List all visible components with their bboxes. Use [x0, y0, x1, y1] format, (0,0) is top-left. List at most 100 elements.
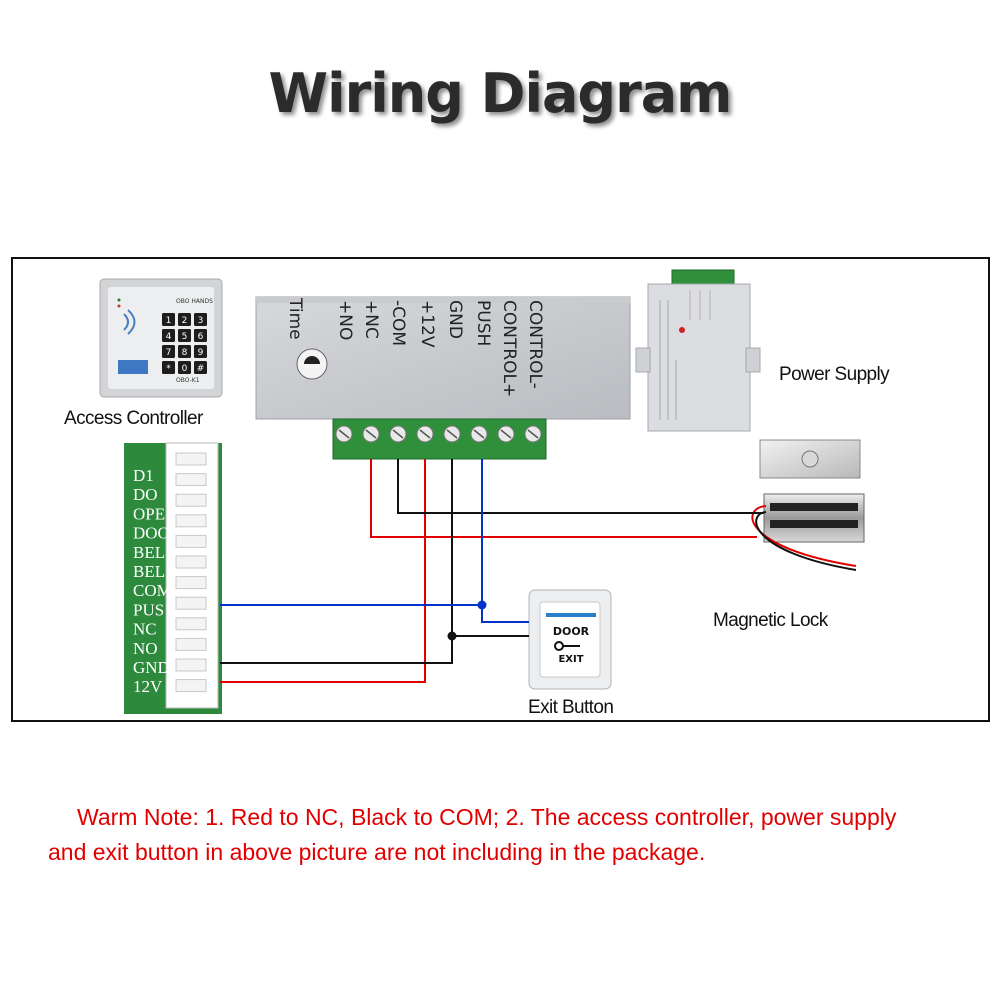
pcb-pin-label: DOO: [133, 524, 170, 543]
pcb-pin-label: BEL: [133, 562, 165, 581]
pcb-pin-label: 12V: [133, 677, 163, 696]
keypad-key[interactable]: [178, 345, 191, 358]
keypad-key-label: 1: [166, 316, 172, 326]
screw-slot: [419, 429, 431, 439]
connector-pin: [175, 658, 207, 672]
connector-pin: [175, 555, 207, 569]
keypad-key[interactable]: [194, 329, 207, 342]
wire-nc-red: [370, 459, 757, 538]
keypad-key[interactable]: [162, 361, 175, 374]
keypad-key-label: 6: [198, 332, 204, 342]
pcb-pin-label: NC: [133, 620, 157, 639]
keypad-key-label: 4: [166, 332, 172, 342]
screw-slot: [338, 429, 350, 439]
keypad-card-area: [118, 360, 148, 374]
wire-12v-red: [220, 459, 426, 683]
connector-pin: [175, 452, 207, 466]
terminal-screws: [335, 425, 542, 443]
connector-pin: [175, 534, 207, 548]
pcb-pin-label: DO: [133, 485, 158, 504]
wire-com-black: [397, 459, 764, 514]
screw-slot: [527, 429, 539, 439]
exit-button-label: Exit Button: [528, 697, 613, 718]
keypad-model: OBO-K1: [176, 377, 200, 384]
exit-button-unit: DOOR EXIT: [528, 589, 612, 690]
diagram-frame: [11, 257, 990, 722]
connector-pin: [175, 514, 207, 528]
terminal-label: GND: [445, 300, 465, 339]
keypad-key[interactable]: [194, 313, 207, 326]
keypad-key-label: #: [197, 364, 205, 374]
keypad-key[interactable]: [162, 345, 175, 358]
connector-pin: [175, 596, 207, 610]
connector-pin: [175, 637, 207, 651]
pcb-pin-label: BEL: [133, 543, 165, 562]
connector-pin: [175, 493, 207, 507]
keypad-key[interactable]: [162, 329, 175, 342]
connector-pin: [175, 473, 207, 487]
pcb-pin-label: COM: [133, 581, 172, 600]
warm-note: Warm Note: 1. Red to NC, Black to COM; 2…: [48, 800, 988, 870]
keypad-key[interactable]: [178, 361, 191, 374]
power-supply-label: Power Supply: [779, 364, 890, 385]
screw-slot: [392, 429, 404, 439]
keypad-key[interactable]: [194, 345, 207, 358]
terminal-label: -COM: [388, 300, 408, 346]
keypad-key-label: 9: [198, 348, 204, 358]
screw-slot: [446, 429, 458, 439]
access-controller-label: Access Controller: [64, 408, 204, 429]
keypad-key-label: *: [166, 364, 171, 374]
keypad-key-label: 8: [182, 348, 188, 358]
warm-note-line-1: Warm Note: 1. Red to NC, Black to COM; 2…: [77, 804, 897, 830]
connector-pins: [175, 452, 207, 693]
keypad-key-label: 0: [182, 364, 188, 374]
screw-slot: [473, 429, 485, 439]
pcb-pin-label: D1: [133, 466, 154, 485]
pcb-pin-label: OPE: [133, 504, 165, 523]
wires: [220, 459, 764, 683]
magnetic-lock-unit: [751, 439, 865, 571]
power-supply-unit: [635, 269, 761, 432]
terminal-label: +12V: [417, 300, 437, 348]
screw-slot: [365, 429, 377, 439]
terminal-label: +NO: [335, 300, 355, 340]
wire-push-blue: [220, 459, 483, 606]
terminal-label: CONTROL-: [525, 300, 545, 389]
terminal-label: PUSH: [473, 300, 493, 346]
connector-pin: [175, 679, 207, 693]
pcb-pin-label: PUS: [133, 600, 164, 619]
pcb-pin-label: GND: [133, 658, 170, 677]
connector-pin: [175, 617, 207, 631]
lock-body: [763, 493, 865, 543]
keypad-key[interactable]: [178, 313, 191, 326]
page-title: Wiring Diagram: [268, 62, 733, 125]
magnetic-lock-label: Magnetic Lock: [713, 610, 829, 631]
wire-gnd-black: [220, 459, 453, 664]
keypad-key-label: 5: [182, 332, 188, 342]
warm-note-line-2: and exit button in above picture are not…: [48, 839, 706, 865]
wire-push-to-exit: [481, 605, 529, 623]
exit-face-door: DOOR: [553, 625, 590, 638]
keypad-key[interactable]: [194, 361, 207, 374]
terminal-labels: CONTROL- CONTROL+ PUSH GND +12V -COM +NC +NO: [335, 300, 545, 397]
keypad-brand: OBO HANDS: [176, 298, 213, 305]
terminal-label: +NC: [361, 300, 381, 339]
connector-pin: [175, 576, 207, 590]
junction-push: [477, 600, 487, 610]
junction-gnd: [447, 631, 457, 641]
screw-slot: [500, 429, 512, 439]
keypad-key[interactable]: [162, 313, 175, 326]
controller-box: CONTROL- CONTROL+ PUSH GND +12V -COM +NC +NO Ti…: [255, 296, 631, 460]
pcb-pin-label: NO: [133, 639, 158, 658]
keypad-key[interactable]: [178, 329, 191, 342]
terminal-label: CONTROL+: [499, 300, 519, 397]
keypad-key-label: 3: [198, 316, 204, 326]
time-label: Time: [285, 297, 305, 340]
exit-face-exit: EXIT: [558, 654, 583, 665]
keypad-key-label: 2: [182, 316, 188, 326]
